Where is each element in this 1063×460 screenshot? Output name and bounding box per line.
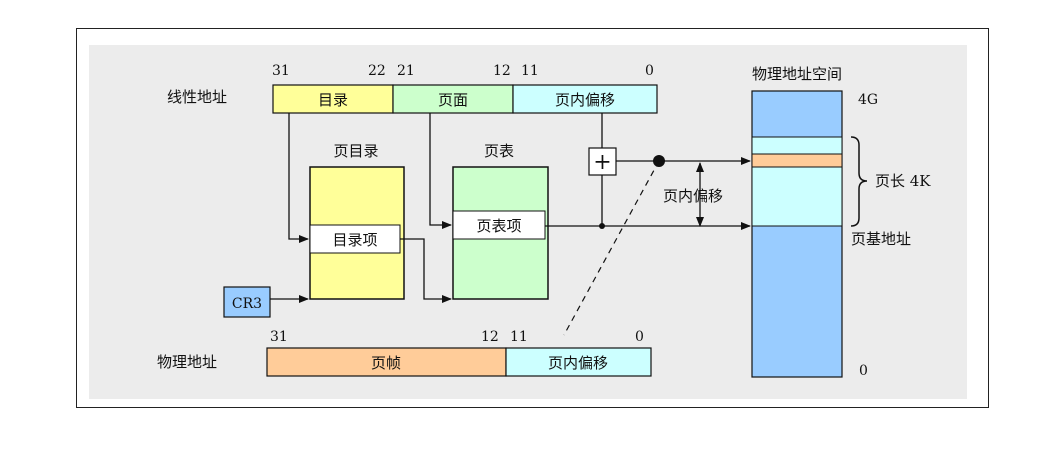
linear-address-label: 线性地址 — [167, 88, 227, 106]
physical-offset-text: 页内偏移 — [548, 354, 608, 372]
physical-offset-field — [505, 347, 652, 377]
linear-bit-31: 31 — [272, 63, 290, 79]
cr3-text: CR3 — [232, 296, 262, 312]
linear-bit-21: 21 — [397, 63, 415, 79]
directory-to-table-line — [400, 238, 452, 303]
directory-entry-text: 目录项 — [332, 231, 377, 249]
memory-bottom-label: 0 — [859, 363, 868, 379]
directory-index-line — [288, 113, 309, 243]
physical-bit-0: 0 — [635, 329, 644, 345]
linear-page-text: 页面 — [438, 91, 468, 109]
table-entry-box — [452, 210, 546, 240]
target-location — [751, 153, 843, 168]
linear-directory-field — [272, 84, 394, 114]
adder-plus-icon: + — [593, 150, 611, 175]
linear-directory-text: 目录 — [318, 91, 348, 109]
physical-frame-field — [266, 347, 507, 377]
offset-distance-label: 页内偏移 — [663, 187, 723, 205]
cr3-register — [223, 286, 271, 318]
physical-bit-31: 31 — [270, 329, 288, 345]
page-base-label: 页基地址 — [851, 230, 911, 248]
physical-address-label: 物理地址 — [157, 353, 217, 371]
page-table-title: 页表 — [484, 142, 514, 160]
linear-offset-field — [512, 84, 658, 114]
linear-bit-22: 22 — [368, 63, 386, 79]
linear-offset-text: 页内偏移 — [555, 91, 615, 109]
physical-bit-12: 12 — [481, 329, 499, 345]
diagram-frame: 线性地址 31 22 21 12 11 0 目录 页面 页内偏移 页目录 目录项… — [76, 28, 989, 408]
page-size-brace — [850, 136, 868, 227]
memory-top-label: 4G — [858, 92, 878, 108]
linear-bit-0: 0 — [645, 63, 654, 79]
physical-bit-11: 11 — [510, 329, 528, 345]
paging-diagram: 线性地址 31 22 21 12 11 0 目录 页面 页内偏移 页目录 目录项… — [89, 45, 967, 399]
directory-entry-box — [309, 224, 401, 254]
table-index-line — [429, 113, 452, 229]
physical-frame-text: 页帧 — [371, 354, 401, 372]
page-size-label: 页长 4K — [875, 172, 931, 190]
linear-page-field — [392, 84, 514, 114]
page-directory-title: 页目录 — [333, 142, 378, 160]
physical-memory-column — [751, 90, 843, 378]
physical-page-block — [751, 136, 843, 227]
linear-bit-11: 11 — [521, 63, 539, 79]
physical-address-dashed-line — [563, 160, 660, 336]
table-entry-text: 页表项 — [476, 217, 521, 235]
linear-bit-12: 12 — [493, 63, 511, 79]
physical-space-title: 物理地址空间 — [752, 65, 842, 83]
junction-dot — [599, 223, 605, 229]
